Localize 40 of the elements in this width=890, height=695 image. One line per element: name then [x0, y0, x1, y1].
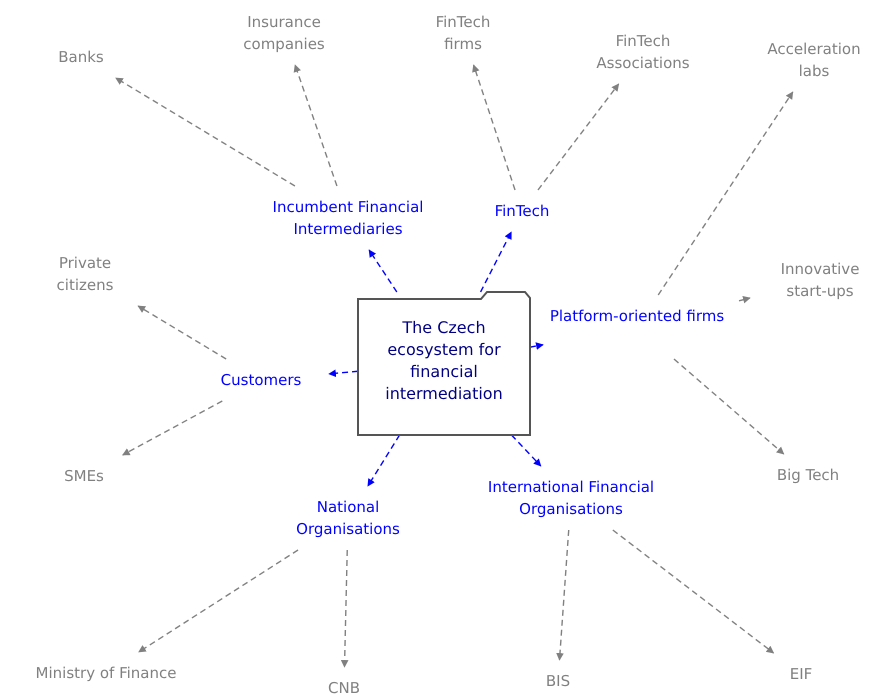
dashed-arrow — [612, 529, 774, 654]
dashed-arrow — [556, 530, 570, 661]
dashed-arrow — [137, 305, 226, 360]
entity-label: Banks — [58, 47, 104, 68]
entity-label: Ministry of Finance — [36, 663, 176, 684]
dashed-arrow — [658, 91, 794, 296]
entity-label: FinTech Associations — [595, 31, 691, 74]
entity-label: Insurance companies — [242, 12, 326, 55]
dashed-arrow — [674, 358, 784, 455]
entity-label: Acceleration labs — [766, 39, 862, 82]
category-label: Platform-oriented firms — [550, 306, 724, 327]
category-label: The Czech ecosystem for financial intermediation — [384, 317, 504, 405]
category-label: FinTech — [494, 201, 550, 222]
entity-label: BIS — [546, 671, 570, 692]
entity-label: Big Tech — [776, 465, 840, 486]
dashed-arrow — [115, 77, 296, 187]
dashed-arrow — [367, 434, 400, 487]
entity-label: Private citizens — [56, 253, 114, 296]
dashed-arrow — [328, 369, 358, 378]
category-label: Incumbent Financial Intermediaries — [272, 197, 424, 240]
category-label: National Organisations — [295, 497, 401, 540]
dashed-arrow — [138, 549, 298, 653]
folder-box — [357, 291, 531, 436]
dashed-arrow — [294, 64, 338, 186]
dashed-arrow — [340, 550, 348, 668]
entity-label: FinTech firms — [434, 12, 492, 55]
dashed-arrow — [480, 231, 512, 292]
category-label: Customers — [220, 370, 302, 391]
dashed-arrow — [537, 83, 620, 190]
entity-label: CNB — [328, 678, 360, 695]
dashed-arrow — [122, 400, 223, 456]
dashed-arrow — [368, 249, 398, 292]
category-label: International Financial Organisations — [486, 477, 656, 520]
entity-label: EIF — [790, 664, 812, 685]
entity-label: SMEs — [64, 466, 104, 487]
dashed-arrow — [511, 434, 542, 467]
dashed-arrow — [472, 64, 516, 190]
entity-label: Innovative start-ups — [780, 259, 860, 302]
dashed-arrow — [530, 342, 544, 350]
dashed-arrow — [738, 296, 751, 304]
